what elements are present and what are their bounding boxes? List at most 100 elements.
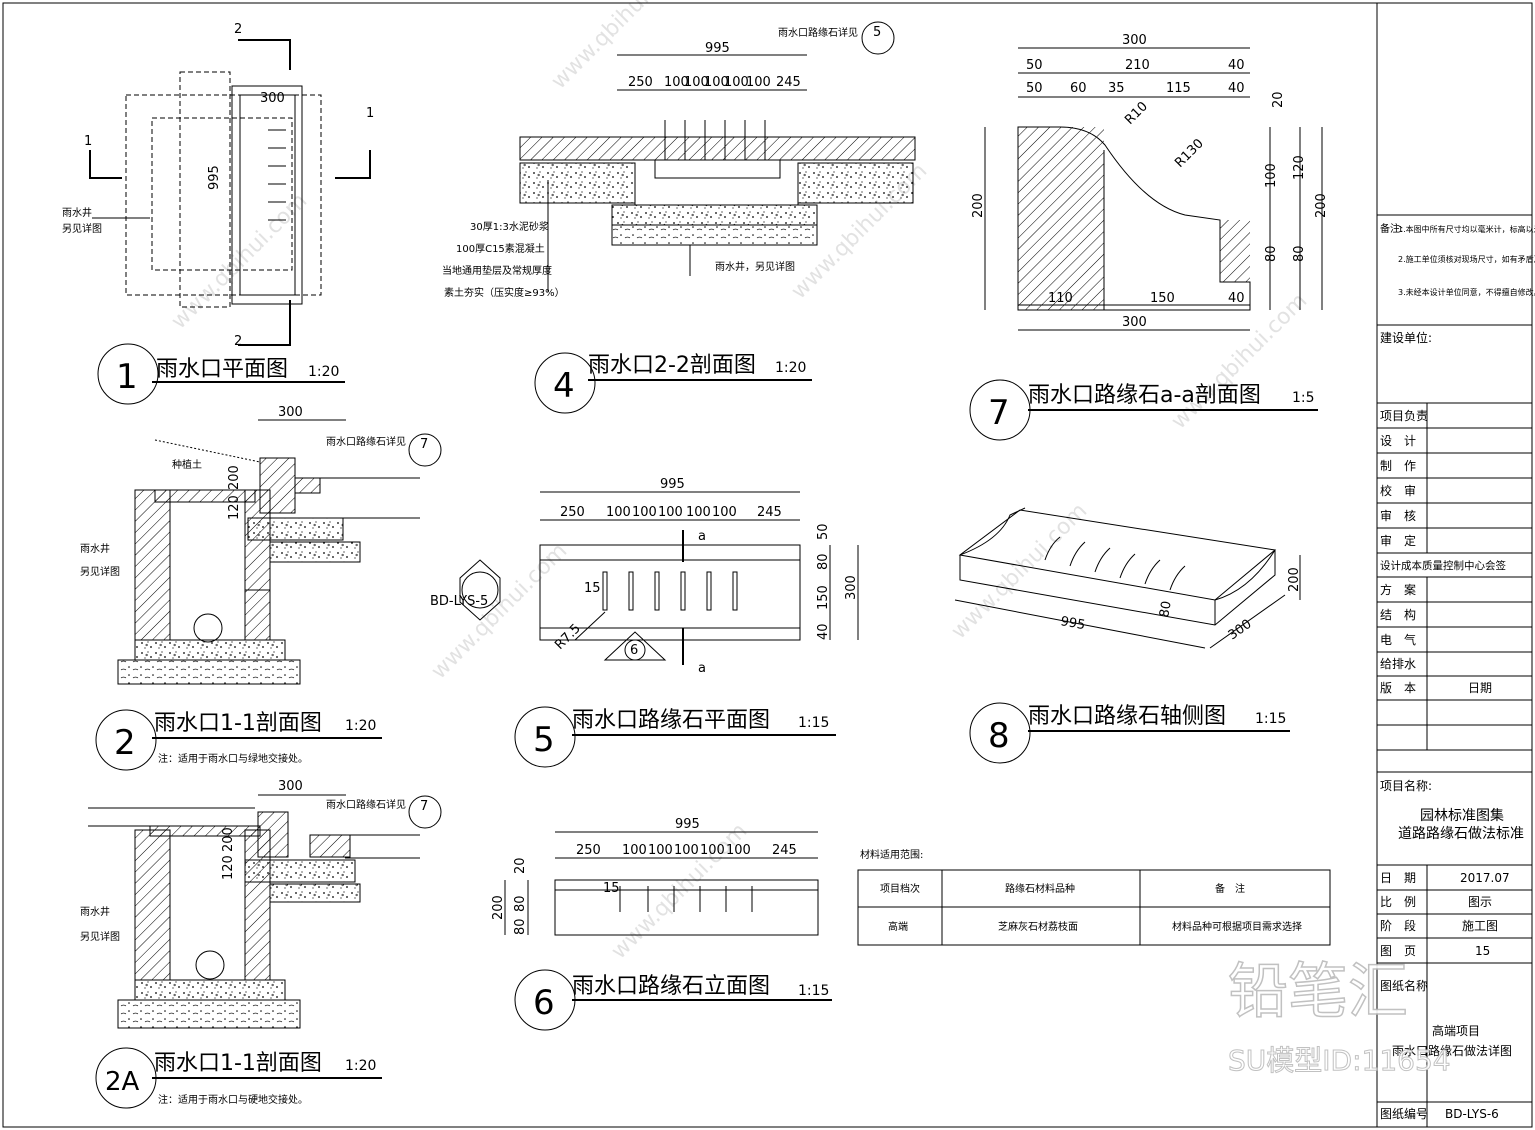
detail-5-scale: 1:15 [798, 715, 829, 731]
svg-text:40: 40 [816, 623, 831, 640]
svg-text:阶 段: 阶 段 [1380, 918, 1416, 933]
svg-text:7: 7 [420, 799, 428, 814]
svg-text:15: 15 [584, 581, 601, 596]
brand-watermark: 铅笔汇 [1228, 957, 1408, 1027]
svg-text:120: 120 [221, 855, 236, 880]
detail-4-scale: 1:20 [775, 360, 806, 376]
svg-text:审 定: 审 定 [1380, 533, 1416, 548]
detail-7-title: 雨水口路缘石a-a剖面图 [1028, 383, 1261, 408]
svg-text:日 期: 日 期 [1380, 871, 1416, 885]
svg-text:200: 200 [1287, 567, 1302, 592]
svg-text:100: 100 [674, 843, 699, 858]
svg-text:8: 8 [988, 716, 1010, 756]
drawing-name-2: 雨水口路缘石做法详图 [1392, 1043, 1512, 1058]
svg-text:80: 80 [816, 553, 831, 570]
svg-text:50: 50 [816, 523, 831, 540]
svg-text:比 例: 比 例 [1380, 895, 1416, 909]
detail-5-bubble [514, 706, 576, 768]
detail-2-scale: 1:20 [345, 718, 376, 734]
plan-well-ref: 另见详图 [62, 222, 102, 235]
svg-text:100: 100 [746, 75, 771, 90]
svg-text:5: 5 [533, 720, 555, 760]
plan-well-label: 雨水井 [62, 206, 92, 219]
svg-text:995: 995 [660, 477, 685, 492]
svg-text:1: 1 [116, 357, 138, 397]
dim-300: 300 [260, 91, 285, 106]
detail-2-note: 注：适用于雨水口与绿地交接处。 [158, 752, 308, 765]
svg-text:250: 250 [628, 75, 653, 90]
layer-2: 100厚C15素混凝土 [456, 242, 545, 255]
drawing-number: BD-LYS-6 [1445, 1107, 1499, 1121]
svg-text:40: 40 [1228, 291, 1245, 306]
layer-1: 30厚1:3水泥砂浆 [470, 220, 549, 233]
svg-text:40: 40 [1228, 81, 1245, 96]
svg-text:2A: 2A [105, 1067, 140, 1097]
svg-text:日期: 日期 [1468, 681, 1492, 695]
detail-4-bubble [534, 352, 596, 414]
svg-text:路缘石材料品种: 路缘石材料品种 [1005, 882, 1075, 895]
svg-text:150: 150 [816, 585, 831, 610]
svg-text:100: 100 [704, 75, 729, 90]
svg-text:审 核: 审 核 [1380, 508, 1416, 523]
svg-text:80: 80 [513, 918, 528, 935]
svg-text:100: 100 [700, 843, 725, 858]
project-label: 项目名称: [1380, 778, 1432, 793]
detail-8-iso: 995 300 200 80 8 雨水口路缘石轴侧图 1:15 [954, 507, 1302, 764]
project-name-1: 园林标准图集 [1420, 807, 1504, 824]
svg-text:100: 100 [684, 75, 709, 90]
svg-text:7: 7 [988, 393, 1010, 433]
curb-ref-2: 雨水口路缘石详见 [326, 435, 406, 448]
material-caption: 材料适用范围: [860, 848, 923, 861]
svg-text:150: 150 [1150, 291, 1175, 306]
detail-2a-note: 注：适用于雨水口与硬地交接处。 [158, 1093, 308, 1106]
svg-text:115: 115 [1166, 81, 1191, 96]
svg-text:20: 20 [513, 857, 528, 874]
svg-text:R7.5: R7.5 [552, 621, 584, 653]
svg-text:80: 80 [1264, 245, 1279, 262]
svg-text:50: 50 [1026, 58, 1043, 73]
layer-4: 素土夯实（压实度≥93%） [444, 286, 565, 299]
svg-text:校 审: 校 审 [1380, 483, 1416, 498]
watermark-6: www.qbihui.com [607, 819, 753, 965]
detail-1-bubble [97, 343, 159, 405]
svg-text:245: 245 [772, 843, 797, 858]
svg-text:6: 6 [533, 983, 555, 1023]
svg-text:100: 100 [712, 505, 737, 520]
svg-text:R10: R10 [1122, 99, 1151, 128]
detail-1-title: 雨水口平面图 [156, 357, 288, 382]
detail-2a-title: 雨水口1-1剖面图 [154, 1051, 322, 1076]
svg-text:结 构: 结 构 [1380, 607, 1416, 622]
svg-text:300: 300 [1226, 617, 1255, 644]
svg-text:50: 50 [1026, 81, 1043, 96]
svg-text:210: 210 [1125, 58, 1150, 73]
svg-text:2017.07: 2017.07 [1460, 871, 1510, 885]
svg-text:15: 15 [603, 881, 620, 896]
svg-text:60: 60 [1070, 81, 1087, 96]
detail-2a-scale: 1:20 [345, 1058, 376, 1074]
svg-text:1.本图中所有尺寸均以毫米计，标高以米计。: 1.本图中所有尺寸均以毫米计，标高以米计。 [1398, 224, 1535, 234]
model-id-watermark: SU模型ID:11654 [1228, 1044, 1451, 1077]
svg-text:300: 300 [1122, 315, 1147, 330]
svg-text:图示: 图示 [1468, 895, 1492, 909]
svg-text:250: 250 [560, 505, 585, 520]
client-label: 建设单位: [1380, 330, 1432, 345]
a-mark-bottom: a [698, 661, 706, 676]
svg-text:图纸编号: 图纸编号 [1380, 1106, 1428, 1121]
svg-text:995: 995 [675, 817, 700, 832]
svg-text:图纸名称: 图纸名称 [1380, 978, 1428, 993]
svg-text:80: 80 [1157, 600, 1175, 619]
svg-text:备 注: 备 注 [1215, 882, 1245, 895]
detail-4-section: 995 250 100 100 100 100 100 245 30厚1:3水泥… [442, 21, 916, 414]
svg-text:250: 250 [576, 843, 601, 858]
detail-5-title: 雨水口路缘石平面图 [572, 708, 770, 733]
svg-text:7: 7 [420, 437, 428, 452]
svg-text:995: 995 [705, 41, 730, 56]
curb-ref-4: 雨水口路缘石详见 [778, 26, 858, 39]
svg-text:方 案: 方 案 [1380, 582, 1416, 597]
svg-text:6: 6 [630, 643, 638, 658]
svg-text:5: 5 [873, 25, 881, 40]
detail-7-section: 300 50 210 40 50 60 35 115 40 R10 R130 2… [969, 33, 1329, 441]
svg-text:100: 100 [724, 75, 749, 90]
svg-text:3.未经本设计单位同意，不得擅自修改。: 3.未经本设计单位同意，不得擅自修改。 [1398, 287, 1535, 297]
svg-text:300: 300 [844, 575, 859, 600]
